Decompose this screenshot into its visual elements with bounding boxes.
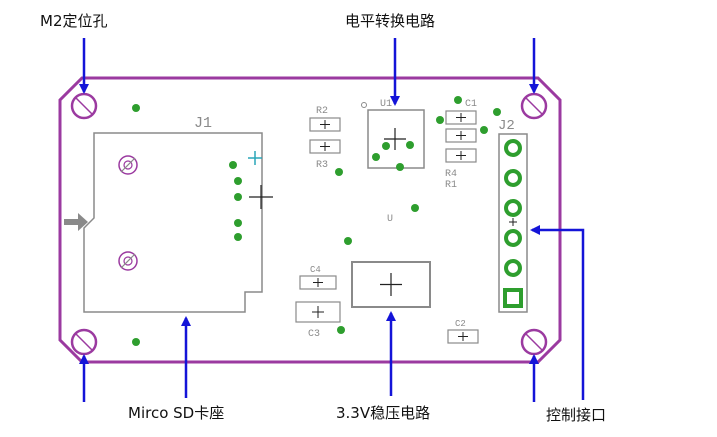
sd-cyan-cross bbox=[248, 151, 262, 165]
mounting-hole-bottom-right bbox=[520, 328, 548, 356]
silk-c4: C4 bbox=[310, 265, 321, 275]
mounting-hole-top-right bbox=[520, 92, 548, 120]
sd-slot-post-top bbox=[118, 155, 138, 175]
j2-pin-square bbox=[503, 288, 523, 308]
label-regulator: 3.3V稳压电路 bbox=[336, 404, 431, 422]
j2-outline bbox=[498, 133, 528, 313]
silk-r2: R2 bbox=[316, 106, 328, 117]
vias bbox=[132, 96, 501, 346]
silk-j1: J1 bbox=[194, 115, 212, 132]
sd-slot-post-bottom bbox=[118, 251, 138, 271]
regulator-cross bbox=[380, 273, 402, 296]
label-sd-slot: Mirco SD卡座 bbox=[128, 404, 225, 422]
c3-footprint bbox=[295, 301, 341, 323]
r4-footprint bbox=[445, 128, 477, 143]
c1-footprint bbox=[445, 110, 477, 125]
silk-u1: U1 bbox=[380, 99, 392, 110]
label-control-port: 控制接口 bbox=[546, 406, 607, 424]
silk-r3: R3 bbox=[316, 160, 328, 171]
label-m2-hole: M2定位孔 bbox=[40, 12, 108, 30]
sd-slot-outline bbox=[83, 132, 263, 313]
u1-outline bbox=[367, 109, 425, 169]
u1-pin1-mark bbox=[361, 102, 367, 108]
r2-footprint bbox=[309, 117, 341, 132]
mounting-hole-bottom-left bbox=[70, 328, 98, 356]
regulator-outline bbox=[351, 261, 431, 308]
silk-r4: R4 bbox=[445, 169, 457, 180]
silk-c3: C3 bbox=[308, 329, 320, 340]
silk-r1: R1 bbox=[445, 180, 457, 191]
sd-origin-cross bbox=[249, 185, 273, 209]
silk-c1: C1 bbox=[465, 99, 477, 110]
silk-j2: J2 bbox=[498, 118, 515, 134]
j2-small-cross bbox=[509, 218, 517, 226]
label-level-shift: 电平转换电路 bbox=[345, 12, 436, 30]
arrow-control-port bbox=[530, 225, 585, 400]
insert-arrow-icon bbox=[64, 213, 88, 231]
silk-u: U bbox=[387, 214, 393, 225]
u1-cross bbox=[384, 128, 406, 150]
c2-footprint bbox=[447, 329, 479, 344]
j2-pins bbox=[504, 139, 522, 277]
silk-c2: C2 bbox=[455, 319, 466, 329]
r3-footprint bbox=[309, 139, 341, 154]
mounting-hole-top-left bbox=[70, 92, 98, 120]
c4-footprint bbox=[299, 275, 337, 290]
r1-footprint bbox=[445, 148, 477, 163]
